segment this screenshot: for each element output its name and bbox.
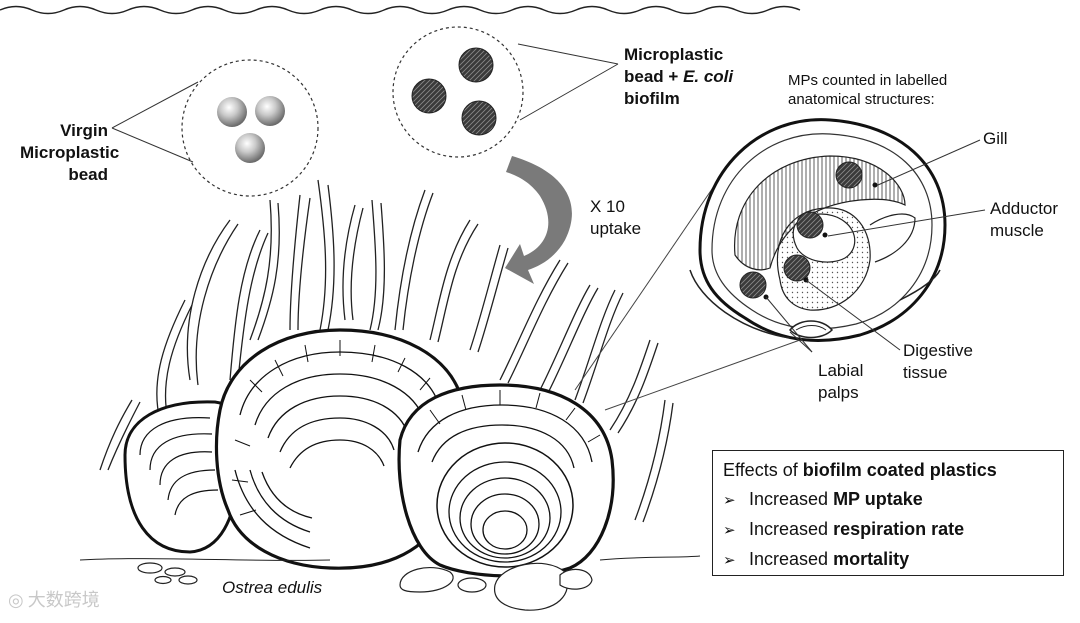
biofilm-bead-label-line: biofilm bbox=[624, 89, 680, 108]
bead-gill bbox=[835, 161, 863, 189]
effects-list-item: ➢Increased MP uptake bbox=[723, 485, 1053, 515]
oyster-right bbox=[397, 383, 615, 578]
labial-palps-label: Labial palps bbox=[818, 361, 864, 402]
effects-list-item: ➢Increased respiration rate bbox=[723, 515, 1053, 545]
virgin-bead bbox=[217, 97, 247, 127]
arrow-bullet-icon: ➢ bbox=[723, 552, 736, 569]
arrow-bullet-icon: ➢ bbox=[723, 522, 736, 539]
stones bbox=[137, 562, 593, 611]
effects-box: Effects of biofilm coated plastics ➢Incr… bbox=[712, 450, 1064, 576]
biofilm-bead-label: Microplastic bead + E. coli biofilm bbox=[624, 44, 754, 110]
bead-adductor bbox=[796, 211, 824, 239]
watermark-logo-icon: ◎ bbox=[8, 590, 24, 611]
arrow-bullet-icon: ➢ bbox=[723, 492, 736, 509]
adductor-muscle-label: Adductor muscle bbox=[990, 199, 1059, 240]
effects-list: ➢Increased MP uptake ➢Increased respirat… bbox=[723, 485, 1053, 575]
virgin-bead bbox=[255, 96, 285, 126]
virgin-bead-label-line: Virgin bbox=[60, 121, 108, 140]
leader-line bbox=[111, 127, 194, 163]
species-label: Ostrea edulis bbox=[222, 578, 323, 597]
watermark: ◎大数跨境 bbox=[8, 590, 100, 611]
leader-line bbox=[827, 209, 986, 237]
leader-line bbox=[765, 296, 813, 353]
virgin-bead bbox=[235, 133, 265, 163]
leader-line bbox=[877, 139, 981, 186]
virgin-bead-inset bbox=[181, 59, 319, 197]
leader-line bbox=[789, 331, 813, 353]
virgin-bead-label: Virgin Microplastic bead bbox=[20, 120, 120, 186]
biofilm-bead-label-line: Microplastic bbox=[624, 45, 724, 64]
digestive-tissue-label: Digestive tissue bbox=[903, 341, 973, 382]
zoom-line bbox=[604, 339, 801, 411]
biofilm-bead-inset bbox=[392, 26, 524, 158]
oyster-anatomy-inset bbox=[689, 118, 947, 342]
biofilm-bead bbox=[458, 47, 494, 83]
bead-digestive bbox=[783, 254, 811, 282]
leader-line bbox=[517, 43, 619, 65]
uptake-arrow bbox=[505, 156, 572, 284]
bead-labial bbox=[739, 271, 767, 299]
zoom-line bbox=[574, 169, 726, 391]
gill-label: Gill bbox=[983, 129, 1008, 148]
effects-list-item: ➢Increased mortality bbox=[723, 545, 1053, 575]
virgin-bead-label-line: Microplastic bbox=[20, 143, 120, 162]
biofilm-bead bbox=[411, 78, 447, 114]
uptake-label: X 10 uptake bbox=[590, 197, 642, 238]
ecoli-text: E. coli bbox=[683, 67, 734, 86]
leader-line bbox=[111, 81, 199, 129]
leader-line bbox=[805, 279, 901, 351]
biofilm-bead bbox=[461, 100, 497, 136]
seagrass bbox=[99, 179, 674, 523]
biofilm-bead-label-line: bead + E. coli bbox=[624, 67, 734, 86]
virgin-bead-label-line: bead bbox=[68, 165, 108, 184]
leader-line bbox=[519, 63, 619, 121]
effects-title: Effects of biofilm coated plastics bbox=[723, 460, 997, 480]
mps-counted-label: MPs counted in labelled anatomical struc… bbox=[788, 72, 948, 108]
water-surface-line bbox=[0, 5, 801, 15]
